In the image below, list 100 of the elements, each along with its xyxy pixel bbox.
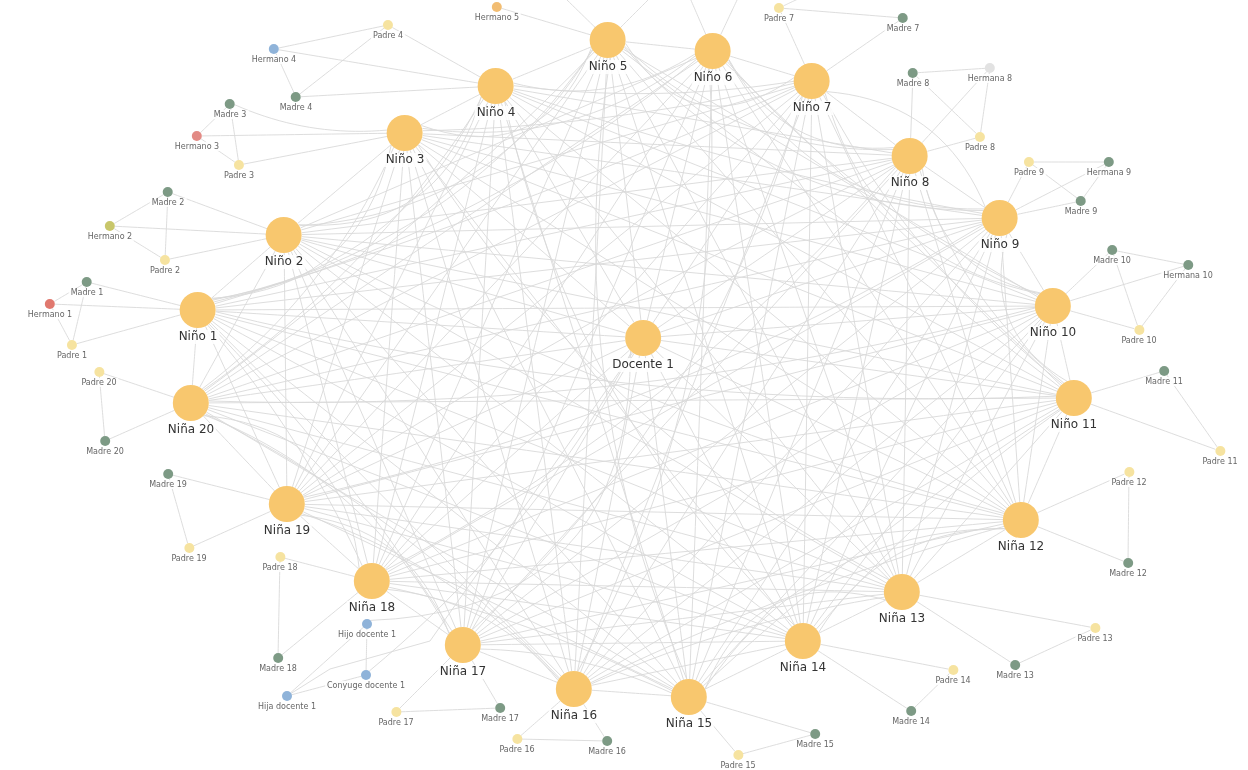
connection-line — [208, 397, 1057, 404]
connection-line — [215, 314, 1004, 516]
connection-line — [513, 53, 696, 92]
connection-line — [1116, 250, 1184, 265]
connection-line — [388, 312, 1037, 575]
connection-line — [201, 132, 388, 137]
node-label: Hermana 9 — [1084, 168, 1134, 178]
connection-line — [168, 478, 189, 544]
connection-line — [921, 168, 1042, 294]
connection-line — [389, 583, 786, 639]
connection-line — [288, 252, 368, 564]
connection-line — [203, 98, 484, 391]
connection-line — [292, 149, 400, 488]
connection-line — [204, 51, 595, 392]
connection-line — [300, 239, 627, 334]
connection-line — [207, 409, 787, 635]
connection-line — [172, 474, 270, 501]
connection-line — [623, 48, 1038, 298]
connection-line — [304, 310, 1036, 500]
connection-line — [302, 345, 628, 497]
node-label: Niño 4 — [474, 106, 518, 120]
connection-line — [406, 150, 462, 628]
connection-line — [419, 142, 1007, 511]
connection-line — [718, 67, 897, 576]
connection-line — [650, 353, 796, 626]
connection-line — [742, 734, 811, 755]
connection-line — [278, 49, 479, 84]
connection-line — [826, 91, 986, 208]
connection-line — [497, 103, 573, 672]
connection-line — [214, 86, 796, 305]
connection-line — [284, 557, 356, 577]
connection-line — [211, 246, 271, 299]
connection-line — [384, 349, 631, 570]
connection-line — [72, 286, 87, 341]
connection-line — [916, 528, 1007, 584]
connection-line — [389, 521, 1004, 580]
connection-line — [577, 68, 713, 672]
node-label: Niño 11 — [1048, 418, 1100, 432]
connection-line — [1090, 372, 1160, 394]
connection-line — [300, 86, 479, 98]
connection-line — [924, 165, 986, 209]
connection-line — [780, 12, 806, 66]
node-label: Hermano 2 — [85, 232, 135, 242]
connection-line — [621, 50, 1061, 388]
node-label: Hijo docente 1 — [336, 630, 398, 640]
connection-line — [206, 88, 797, 396]
connection-line — [422, 133, 893, 156]
connection-line — [700, 318, 1042, 685]
node-label: Madre 1 — [68, 288, 106, 298]
connection-line — [655, 350, 890, 580]
connection-line — [299, 27, 385, 95]
connection-line — [466, 57, 605, 628]
connection-line — [590, 525, 1005, 684]
connection-line — [303, 508, 787, 637]
connection-line — [574, 57, 608, 672]
connection-line — [298, 48, 594, 227]
connection-line — [919, 594, 1091, 628]
connection-line — [590, 596, 886, 685]
connection-line — [230, 108, 239, 161]
connection-line — [215, 159, 893, 307]
connection-line — [980, 72, 990, 133]
connection-line — [372, 150, 405, 564]
connection-line — [512, 92, 1037, 300]
connection-line — [207, 324, 363, 567]
connection-line — [613, 56, 798, 625]
node-label: Madre 17 — [479, 714, 521, 724]
node-label: Padre 9 — [1011, 168, 1047, 178]
connection-line — [479, 651, 558, 683]
node-label: Hija docente 1 — [256, 702, 318, 712]
connection-line — [234, 104, 388, 132]
connection-line — [388, 586, 673, 692]
connection-line — [300, 85, 796, 231]
connection-line — [1037, 526, 1124, 562]
connection-line — [476, 228, 987, 635]
connection-line — [109, 409, 175, 440]
connection-line — [819, 96, 1014, 505]
node-label: Madre 12 — [1107, 569, 1149, 579]
connection-line — [199, 250, 276, 388]
connection-line — [301, 157, 893, 234]
connection-line — [378, 56, 602, 565]
connection-line — [1019, 629, 1091, 664]
connection-line — [300, 57, 697, 229]
connection-line — [212, 49, 594, 301]
connection-line — [591, 644, 786, 686]
connection-line — [201, 146, 395, 390]
connection-line — [917, 67, 986, 74]
connection-line — [1000, 235, 1021, 503]
connection-line — [243, 135, 388, 165]
node-label: Padre 16 — [497, 745, 537, 755]
connection-line — [304, 506, 885, 590]
connection-line — [386, 590, 449, 636]
node-label: Niña 17 — [437, 665, 489, 679]
connection-line — [211, 320, 676, 687]
connection-line — [211, 144, 392, 299]
connection-line — [583, 170, 901, 675]
connection-line — [297, 144, 392, 224]
node-label: Hermana 10 — [1161, 271, 1215, 281]
node-label: Niña 16 — [548, 709, 600, 723]
node-label: Madre 18 — [257, 664, 299, 674]
node-label: Madre 8 — [894, 79, 932, 89]
